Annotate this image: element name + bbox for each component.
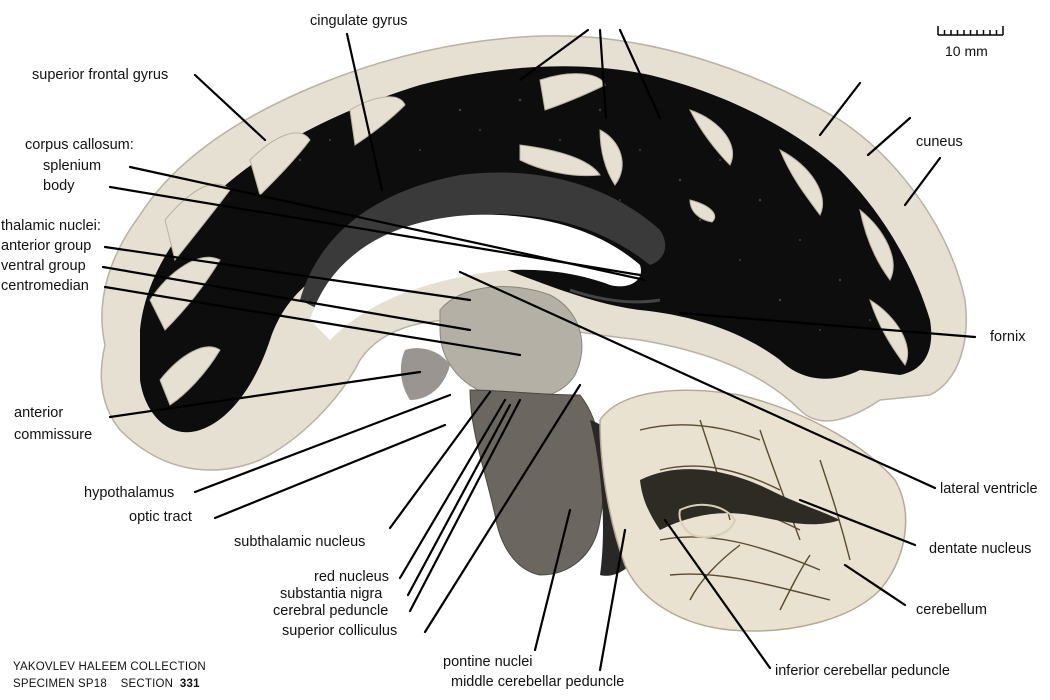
gyral-folds bbox=[149, 73, 909, 406]
label-commissure: commissure bbox=[14, 427, 93, 443]
leader-lines bbox=[101, 28, 977, 672]
label-middle-cerebellar-peduncle: middle cerebellar peduncle bbox=[451, 674, 625, 690]
label-superior-frontal-gyrus: superior frontal gyrus bbox=[32, 67, 169, 83]
brainstem bbox=[469, 389, 605, 576]
fornix-shape bbox=[569, 288, 661, 304]
credit-collection: YAKOVLEV HALEEM COLLECTION bbox=[13, 661, 206, 673]
white-matter-speckles bbox=[298, 98, 871, 331]
scale-bar-label: 10 mm bbox=[945, 43, 988, 59]
label-fornix: fornix bbox=[990, 329, 1026, 345]
label-cerebral-peduncle: cerebral peduncle bbox=[273, 603, 389, 619]
label-superior-colliculus: superior colliculus bbox=[282, 623, 398, 639]
label-hypothalamus: hypothalamus bbox=[84, 485, 175, 501]
label-dentate-nucleus: dentate nucleus bbox=[929, 541, 1032, 557]
corpus-callosum bbox=[300, 172, 666, 310]
label-lateral-ventricle: lateral ventricle bbox=[940, 481, 1038, 497]
credit-specimen: SPECIMEN SP18 bbox=[13, 678, 107, 690]
label-thalamic-nuclei: thalamic nuclei: bbox=[1, 218, 101, 234]
credit-specimen-line: SPECIMEN SP18 SECTION 331 bbox=[13, 677, 200, 691]
label-splenium: splenium bbox=[43, 158, 102, 174]
label-centromedian: centromedian bbox=[1, 278, 89, 294]
dentate-nucleus-shape bbox=[678, 503, 737, 538]
label-subthalamic-nucleus: subthalamic nucleus bbox=[234, 534, 366, 550]
label-anterior-group: anterior group bbox=[1, 238, 92, 254]
label-corpus-callosum: corpus callosum: bbox=[25, 137, 134, 153]
label-red-nucleus: red nucleus bbox=[314, 569, 389, 585]
thalamus-region bbox=[439, 286, 583, 401]
credit-section-label: SECTION bbox=[120, 678, 174, 690]
scale-bar bbox=[937, 26, 1004, 36]
label-cingulate-gyrus: cingulate gyrus bbox=[310, 13, 408, 29]
label-cerebellum: cerebellum bbox=[916, 602, 987, 618]
label-optic-tract: optic tract bbox=[129, 509, 192, 525]
hypothalamus-region bbox=[400, 348, 450, 400]
label-body: body bbox=[43, 178, 75, 194]
lateral-ventricle bbox=[310, 214, 641, 340]
label-ventral-group: ventral group bbox=[1, 258, 86, 274]
label-cuneus: cuneus bbox=[916, 134, 963, 150]
label-substantia-nigra: substantia nigra bbox=[280, 586, 383, 602]
label-anterior: anterior bbox=[14, 405, 64, 421]
label-inferior-cerebellar-peduncle: inferior cerebellar peduncle bbox=[775, 663, 950, 679]
cerebellar-white-matter bbox=[640, 469, 840, 530]
label-pontine-nuclei: pontine nuclei bbox=[443, 654, 533, 670]
credit-section-number: 331 bbox=[179, 678, 200, 690]
